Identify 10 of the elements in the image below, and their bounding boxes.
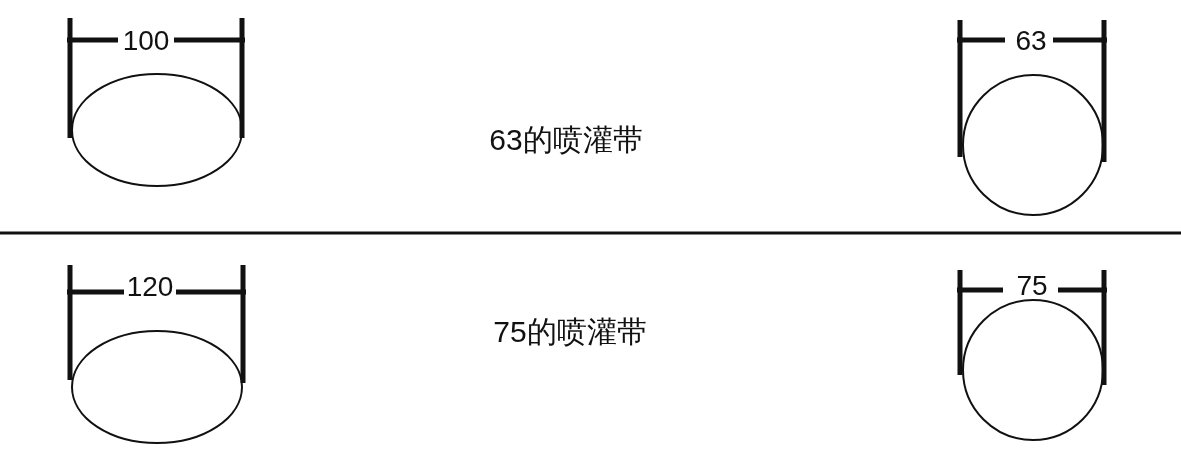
dimension-value: 75 (1016, 272, 1048, 300)
dimension-value: 63 (1015, 27, 1047, 55)
caption-text: 75的喷灌带 (493, 317, 647, 347)
circle-outline (962, 74, 1104, 216)
circle-outline (962, 299, 1104, 441)
ellipse-outline (71, 73, 243, 187)
ellipse-outline (71, 330, 243, 444)
dimension-value: 120 (126, 273, 174, 301)
dimension-value: 100 (122, 27, 170, 55)
caption-text: 63的喷灌带 (489, 125, 643, 155)
